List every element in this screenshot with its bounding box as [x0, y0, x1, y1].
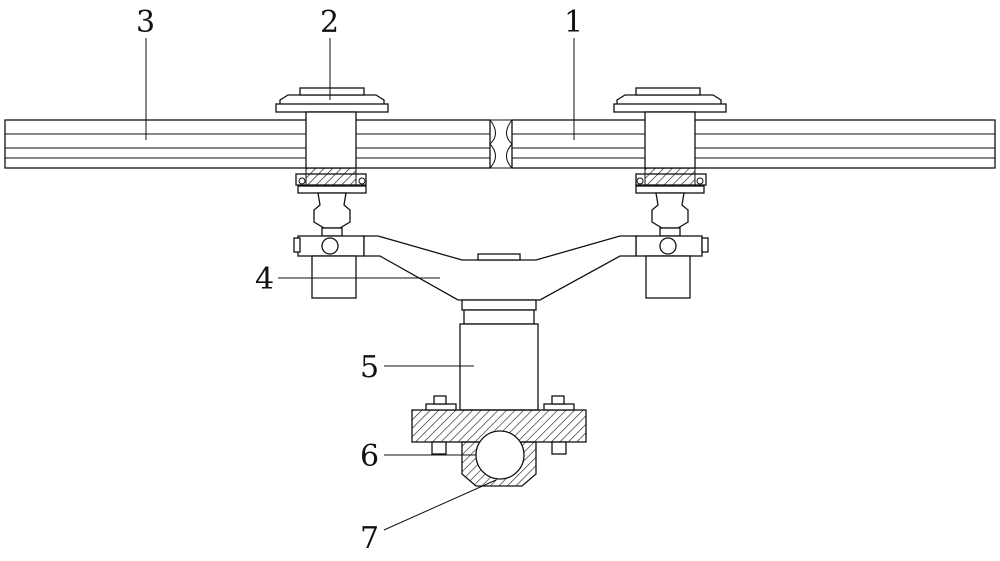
callout-labels: 1 2 3 4 5 6 7 [136, 5, 583, 556]
label-column: 5 [360, 350, 379, 385]
pipe-clamp [461, 430, 537, 487]
label-clamp: 7 [360, 521, 379, 556]
leader-lines [145, 38, 575, 531]
support-column [459, 309, 539, 411]
label-pipe: 6 [360, 439, 379, 474]
right-trolley [613, 87, 727, 299]
label-rail: 1 [564, 5, 583, 40]
connecting-beam [363, 235, 637, 311]
label-beam: 4 [255, 262, 274, 297]
label-track: 3 [136, 5, 155, 40]
rail-track [4, 119, 996, 169]
left-trolley [275, 87, 389, 299]
label-trolley: 2 [320, 5, 339, 40]
